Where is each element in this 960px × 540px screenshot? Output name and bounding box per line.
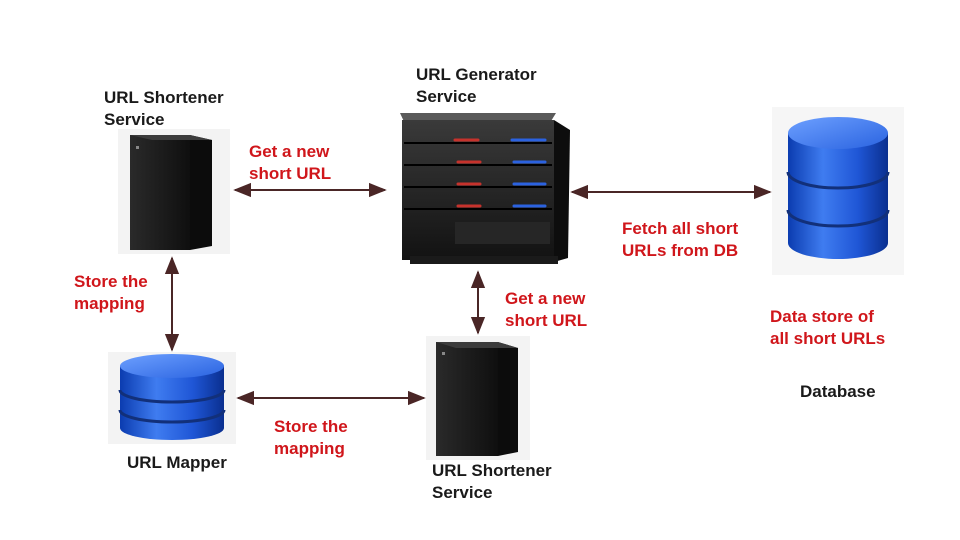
shortener-top-label: URL Shortener Service [104, 88, 224, 129]
server-tower-icon-bottom [426, 336, 530, 460]
edge-label-top-to-mapper: Store the mapping [74, 272, 148, 313]
url-mapper-db-icon [108, 352, 236, 444]
edge-label-mapper-to-bottom: Store the mapping [274, 417, 348, 458]
database-label: Database [800, 382, 876, 401]
shortener-bottom-label: URL Shortener Service [432, 461, 552, 502]
url-mapper-label: URL Mapper [127, 453, 227, 472]
rack-server-icon [400, 113, 570, 264]
url-generator-label: URL Generator Service [416, 65, 537, 106]
database-caption: Data store of all short URLs [770, 307, 886, 348]
edge-label-generator-to-bottom: Get a new short URL [505, 289, 588, 330]
database-icon [772, 107, 904, 275]
edge-label-top-to-generator: Get a new short URL [249, 142, 332, 183]
server-tower-icon [118, 129, 230, 254]
edge-label-generator-to-database: Fetch all short URLs from DB [622, 219, 739, 260]
